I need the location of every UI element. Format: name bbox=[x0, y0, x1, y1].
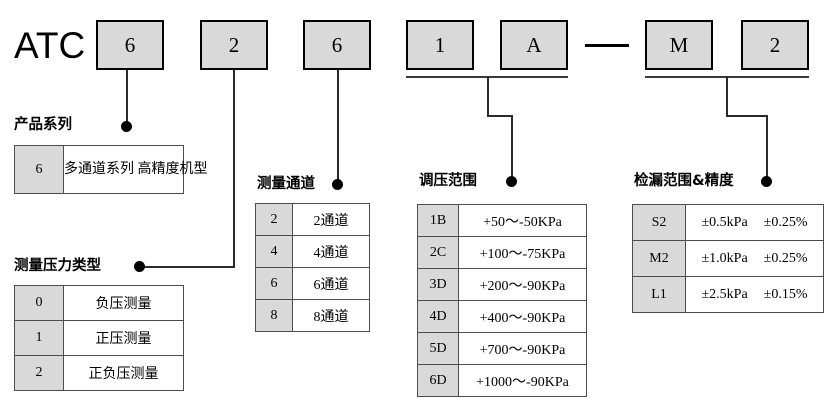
table-row: 6 6通道 bbox=[255, 267, 370, 300]
cell-key: 6 bbox=[14, 145, 64, 194]
connector-pressure-type-vertical bbox=[233, 70, 235, 268]
table-row: 1 正压测量 bbox=[14, 320, 184, 356]
cell-key: 6 bbox=[255, 267, 293, 300]
table-row: 4D +400～-90KPa bbox=[417, 300, 587, 333]
code-box-range-2[interactable]: A bbox=[500, 20, 568, 70]
cell-key: 2 bbox=[255, 203, 293, 236]
code-box-channels[interactable]: 6 bbox=[303, 20, 371, 70]
cell-value: 正压测量 bbox=[63, 320, 184, 356]
leak-accuracy: ±0.25% bbox=[763, 214, 808, 230]
leak-accuracy: ±0.25% bbox=[763, 250, 808, 266]
table-row: 2 2通道 bbox=[255, 203, 370, 236]
cell-key: 1B bbox=[417, 204, 459, 237]
code-box-leak-2[interactable]: 2 bbox=[741, 20, 809, 70]
brand-label: ATC bbox=[14, 25, 86, 66]
cell-key: 5D bbox=[417, 332, 459, 365]
cell-value: +50～-50KPa bbox=[458, 204, 587, 237]
cell-value: +200～-90KPa bbox=[458, 268, 587, 301]
connector-dot-series bbox=[121, 121, 132, 132]
cell-key: 2C bbox=[417, 236, 459, 269]
cell-key: 2 bbox=[14, 355, 64, 391]
cell-value: 2通道 bbox=[292, 203, 370, 236]
connector-dot-pressure-range bbox=[506, 176, 517, 187]
code-box-leak-1[interactable]: M bbox=[645, 20, 713, 70]
cell-value: ±2.5kPa ±0.15% bbox=[685, 276, 824, 313]
cell-key: 1 bbox=[14, 320, 64, 356]
cell-key: S2 bbox=[632, 204, 686, 241]
connector-leak-v2 bbox=[766, 115, 768, 179]
caption-pressure-type: 测量压力类型 bbox=[14, 258, 101, 274]
connector-dot-pressure-type bbox=[134, 261, 145, 272]
cell-value: +100～-75KPa bbox=[458, 236, 587, 269]
caption-channels: 测量通道 bbox=[257, 176, 315, 192]
table-row: L1 ±2.5kPa ±0.15% bbox=[632, 276, 824, 313]
cell-key: 4D bbox=[417, 300, 459, 333]
leak-accuracy: ±0.15% bbox=[763, 286, 808, 302]
leak-range: ±1.0kPa bbox=[701, 250, 748, 266]
cell-value: +700～-90KPa bbox=[458, 332, 587, 365]
table-row: M2 ±1.0kPa ±0.25% bbox=[632, 240, 824, 277]
table-row: 1B +50～-50KPa bbox=[417, 204, 587, 237]
table-row: 5D +700～-90KPa bbox=[417, 332, 587, 365]
code-box-range-1[interactable]: 1 bbox=[406, 20, 474, 70]
connector-leak-v1 bbox=[726, 76, 728, 116]
table-row: S2 ±0.5kPa ±0.25% bbox=[632, 204, 824, 241]
connector-dot-leak-detection bbox=[761, 176, 772, 187]
connector-series bbox=[126, 70, 128, 124]
cell-value: +400～-90KPa bbox=[458, 300, 587, 333]
connector-dot-channels bbox=[332, 179, 343, 190]
leak-range: ±0.5kPa bbox=[701, 214, 748, 230]
cell-key: 4 bbox=[255, 235, 293, 268]
connector-pressure-type-horizontal bbox=[139, 266, 234, 268]
caption-pressure-range: 调压范围 bbox=[419, 173, 477, 189]
code-box-pressure-type[interactable]: 2 bbox=[200, 20, 268, 70]
caption-product-series: 产品系列 bbox=[14, 117, 72, 133]
table-pressure-type: 0 负压测量 1 正压测量 2 正负压测量 bbox=[14, 285, 184, 391]
cell-key: 3D bbox=[417, 268, 459, 301]
cell-value: ±1.0kPa ±0.25% bbox=[685, 240, 824, 277]
cell-value: 多通道系列 高精度机型 bbox=[63, 145, 208, 194]
cell-value: +1000～-90KPa bbox=[458, 364, 587, 397]
table-pressure-range: 1B +50～-50KPa 2C +100～-75KPa 3D +200～-90… bbox=[417, 204, 587, 397]
table-row: 4 4通道 bbox=[255, 235, 370, 268]
table-row: 2 正负压测量 bbox=[14, 355, 184, 391]
cell-value: 8通道 bbox=[292, 299, 370, 332]
connector-leak-jog bbox=[726, 115, 768, 117]
connector-pressure-range-jog bbox=[487, 115, 513, 117]
leak-range: ±2.5kPa bbox=[701, 286, 748, 302]
caption-leak-detection: 检漏范围&精度 bbox=[634, 173, 734, 189]
cell-value: 负压测量 bbox=[63, 285, 184, 321]
separator-dash bbox=[585, 44, 629, 47]
code-box-series[interactable]: 6 bbox=[96, 20, 164, 70]
table-row: 8 8通道 bbox=[255, 299, 370, 332]
cell-key: 0 bbox=[14, 285, 64, 321]
connector-pressure-range-v1 bbox=[487, 76, 489, 116]
cell-key: 8 bbox=[255, 299, 293, 332]
cell-value: 正负压测量 bbox=[63, 355, 184, 391]
table-row: 3D +200～-90KPa bbox=[417, 268, 587, 301]
cell-key: L1 bbox=[632, 276, 686, 313]
cell-value: 4通道 bbox=[292, 235, 370, 268]
cell-value: ±0.5kPa ±0.25% bbox=[685, 204, 824, 241]
table-row: 2C +100～-75KPa bbox=[417, 236, 587, 269]
cell-key: 6D bbox=[417, 364, 459, 397]
connector-channels bbox=[337, 70, 339, 182]
table-channels: 2 2通道 4 4通道 6 6通道 8 8通道 bbox=[255, 203, 370, 332]
table-product-series: 6 多通道系列 高精度机型 bbox=[14, 145, 208, 194]
table-row: 0 负压测量 bbox=[14, 285, 184, 321]
table-row: 6 多通道系列 高精度机型 bbox=[14, 145, 208, 194]
table-leak-detection: S2 ±0.5kPa ±0.25% M2 ±1.0kPa ±0.25% L1 bbox=[632, 204, 824, 313]
cell-value: 6通道 bbox=[292, 267, 370, 300]
connector-pressure-range-v2 bbox=[511, 115, 513, 179]
cell-key: M2 bbox=[632, 240, 686, 277]
table-row: 6D +1000～-90KPa bbox=[417, 364, 587, 397]
